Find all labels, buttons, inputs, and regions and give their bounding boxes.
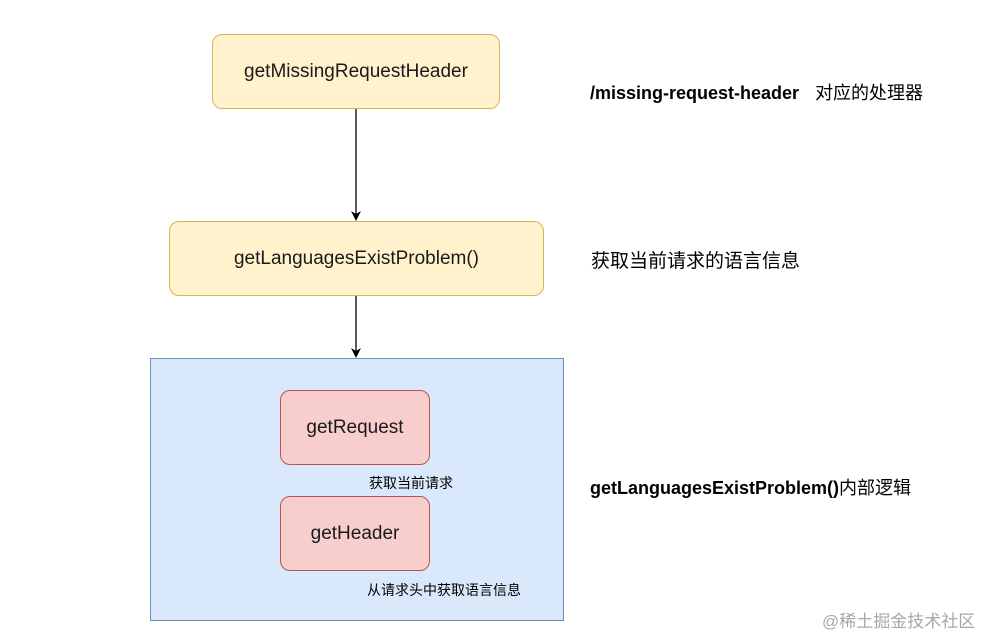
get-request-note: 获取当前请求: [369, 475, 453, 491]
get-header-note: 从请求头中获取语言信息: [367, 582, 521, 598]
handler-annotation: /missing-request-header 对应的处理器: [590, 79, 923, 105]
node-get-missing-request-header: getMissingRequestHeader: [212, 34, 500, 109]
inner-logic-suffix: 内部逻辑: [839, 478, 912, 498]
node-get-languages-exist-problem: getLanguagesExistProblem(): [169, 221, 544, 296]
watermark: @稀土掘金技术社区: [822, 612, 976, 631]
node-get-header-label: getHeader: [310, 522, 400, 544]
handler-path: /missing-request-header: [590, 83, 800, 103]
node-get-missing-request-header-label: getMissingRequestHeader: [244, 60, 468, 82]
node-get-header: getHeader: [280, 496, 430, 571]
inner-logic-annotation: getLanguagesExistProblem()内部逻辑: [590, 474, 911, 500]
node-get-request: getRequest: [280, 390, 430, 465]
inner-logic-method: getLanguagesExistProblem(): [590, 478, 840, 498]
node-get-request-label: getRequest: [306, 416, 404, 438]
node-get-languages-exist-problem-label: getLanguagesExistProblem(): [233, 247, 480, 269]
languages-description: 获取当前请求的语言信息: [591, 251, 801, 272]
handler-suffix: 对应的处理器: [815, 83, 924, 103]
